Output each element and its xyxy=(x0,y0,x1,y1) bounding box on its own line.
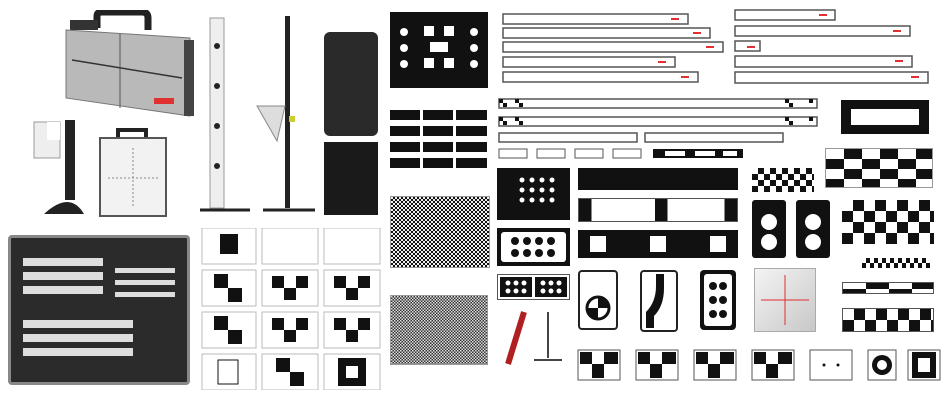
checker-strip-icon xyxy=(842,282,934,294)
noise-pattern-target-icon xyxy=(390,295,488,365)
checker-strip-icon xyxy=(842,308,934,332)
checker-bar-target-icon xyxy=(578,198,738,222)
crosshair-reflector-panel-icon xyxy=(754,268,816,332)
circle-panel-target-icon xyxy=(796,200,830,258)
tripod-stand-icon xyxy=(530,310,566,366)
checker-strip-icon xyxy=(862,258,930,268)
dot-grid-target-icon xyxy=(497,168,570,220)
hole-target-icon xyxy=(497,228,570,266)
black-pole-reflector-icon xyxy=(255,16,320,216)
checker-target-icon xyxy=(842,200,934,244)
curve-target-icon xyxy=(640,270,678,332)
circle-panel-target-icon xyxy=(752,200,786,258)
bar-block-target-icon xyxy=(390,110,487,170)
noise-pattern-target-icon xyxy=(390,196,490,268)
radar-calibration-box-icon xyxy=(62,10,197,120)
dot-target-icon xyxy=(390,12,488,88)
white-board-target-icon xyxy=(98,128,168,218)
dot-pair-target-icon xyxy=(497,274,570,300)
white-pole-icon xyxy=(198,16,253,216)
red-reflector-stick-icon xyxy=(500,308,530,368)
checker-target-icon xyxy=(825,148,933,188)
black-bar-target-icon xyxy=(578,168,738,190)
storage-case-icon xyxy=(8,235,190,385)
pinwheel-target-icon xyxy=(752,168,814,192)
bottom-target-row xyxy=(576,348,944,384)
camera-target-stand-icon xyxy=(32,118,87,218)
circle-quadrant-target-icon xyxy=(578,270,618,330)
dot-panel-target-icon xyxy=(700,270,736,330)
square-bar-target-icon xyxy=(578,230,738,258)
checker-target-grid-icon xyxy=(200,228,382,390)
bar-targets-icon xyxy=(495,8,945,168)
black-box-device-icon xyxy=(324,32,378,136)
black-panel-icon xyxy=(324,142,378,215)
